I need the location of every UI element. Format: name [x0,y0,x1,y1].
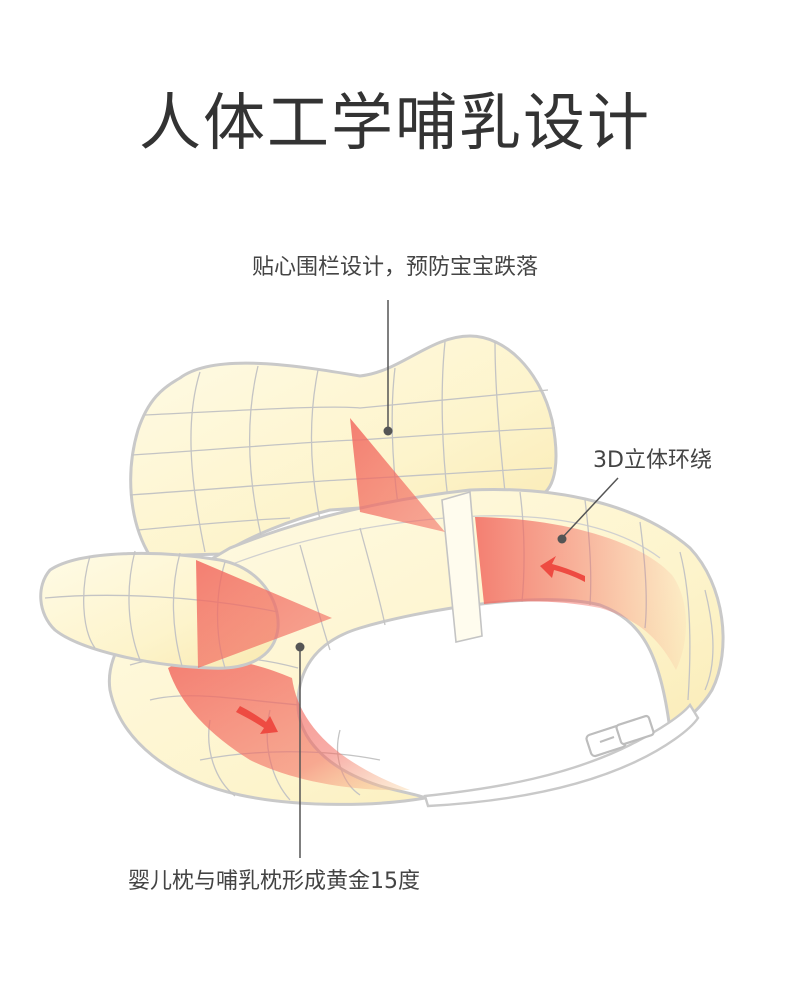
buckle-icon [585,714,655,758]
page-title: 人体工学哺乳设计 [138,86,651,159]
wrap-highlight-right [475,517,687,670]
callout-leader-bottom [295,642,305,858]
belt-strap [423,702,700,808]
callout-leader-right [557,477,619,544]
callout-golden-angle-label: 婴儿枕与哺乳枕形成黄金15度 [128,869,420,894]
wrap-arrow-right [540,556,585,582]
guardrail-highlight [350,418,445,532]
wrap-highlight-left [168,658,410,791]
callout-leader-top [383,300,393,436]
callout-guardrail-label: 贴心围栏设计，预防宝宝跌落 [251,255,538,280]
wrap-arrow-left [236,706,278,734]
golden-angle-highlight [196,560,332,668]
callout-3d-wrap-label: 3D立体环绕 [593,448,712,473]
